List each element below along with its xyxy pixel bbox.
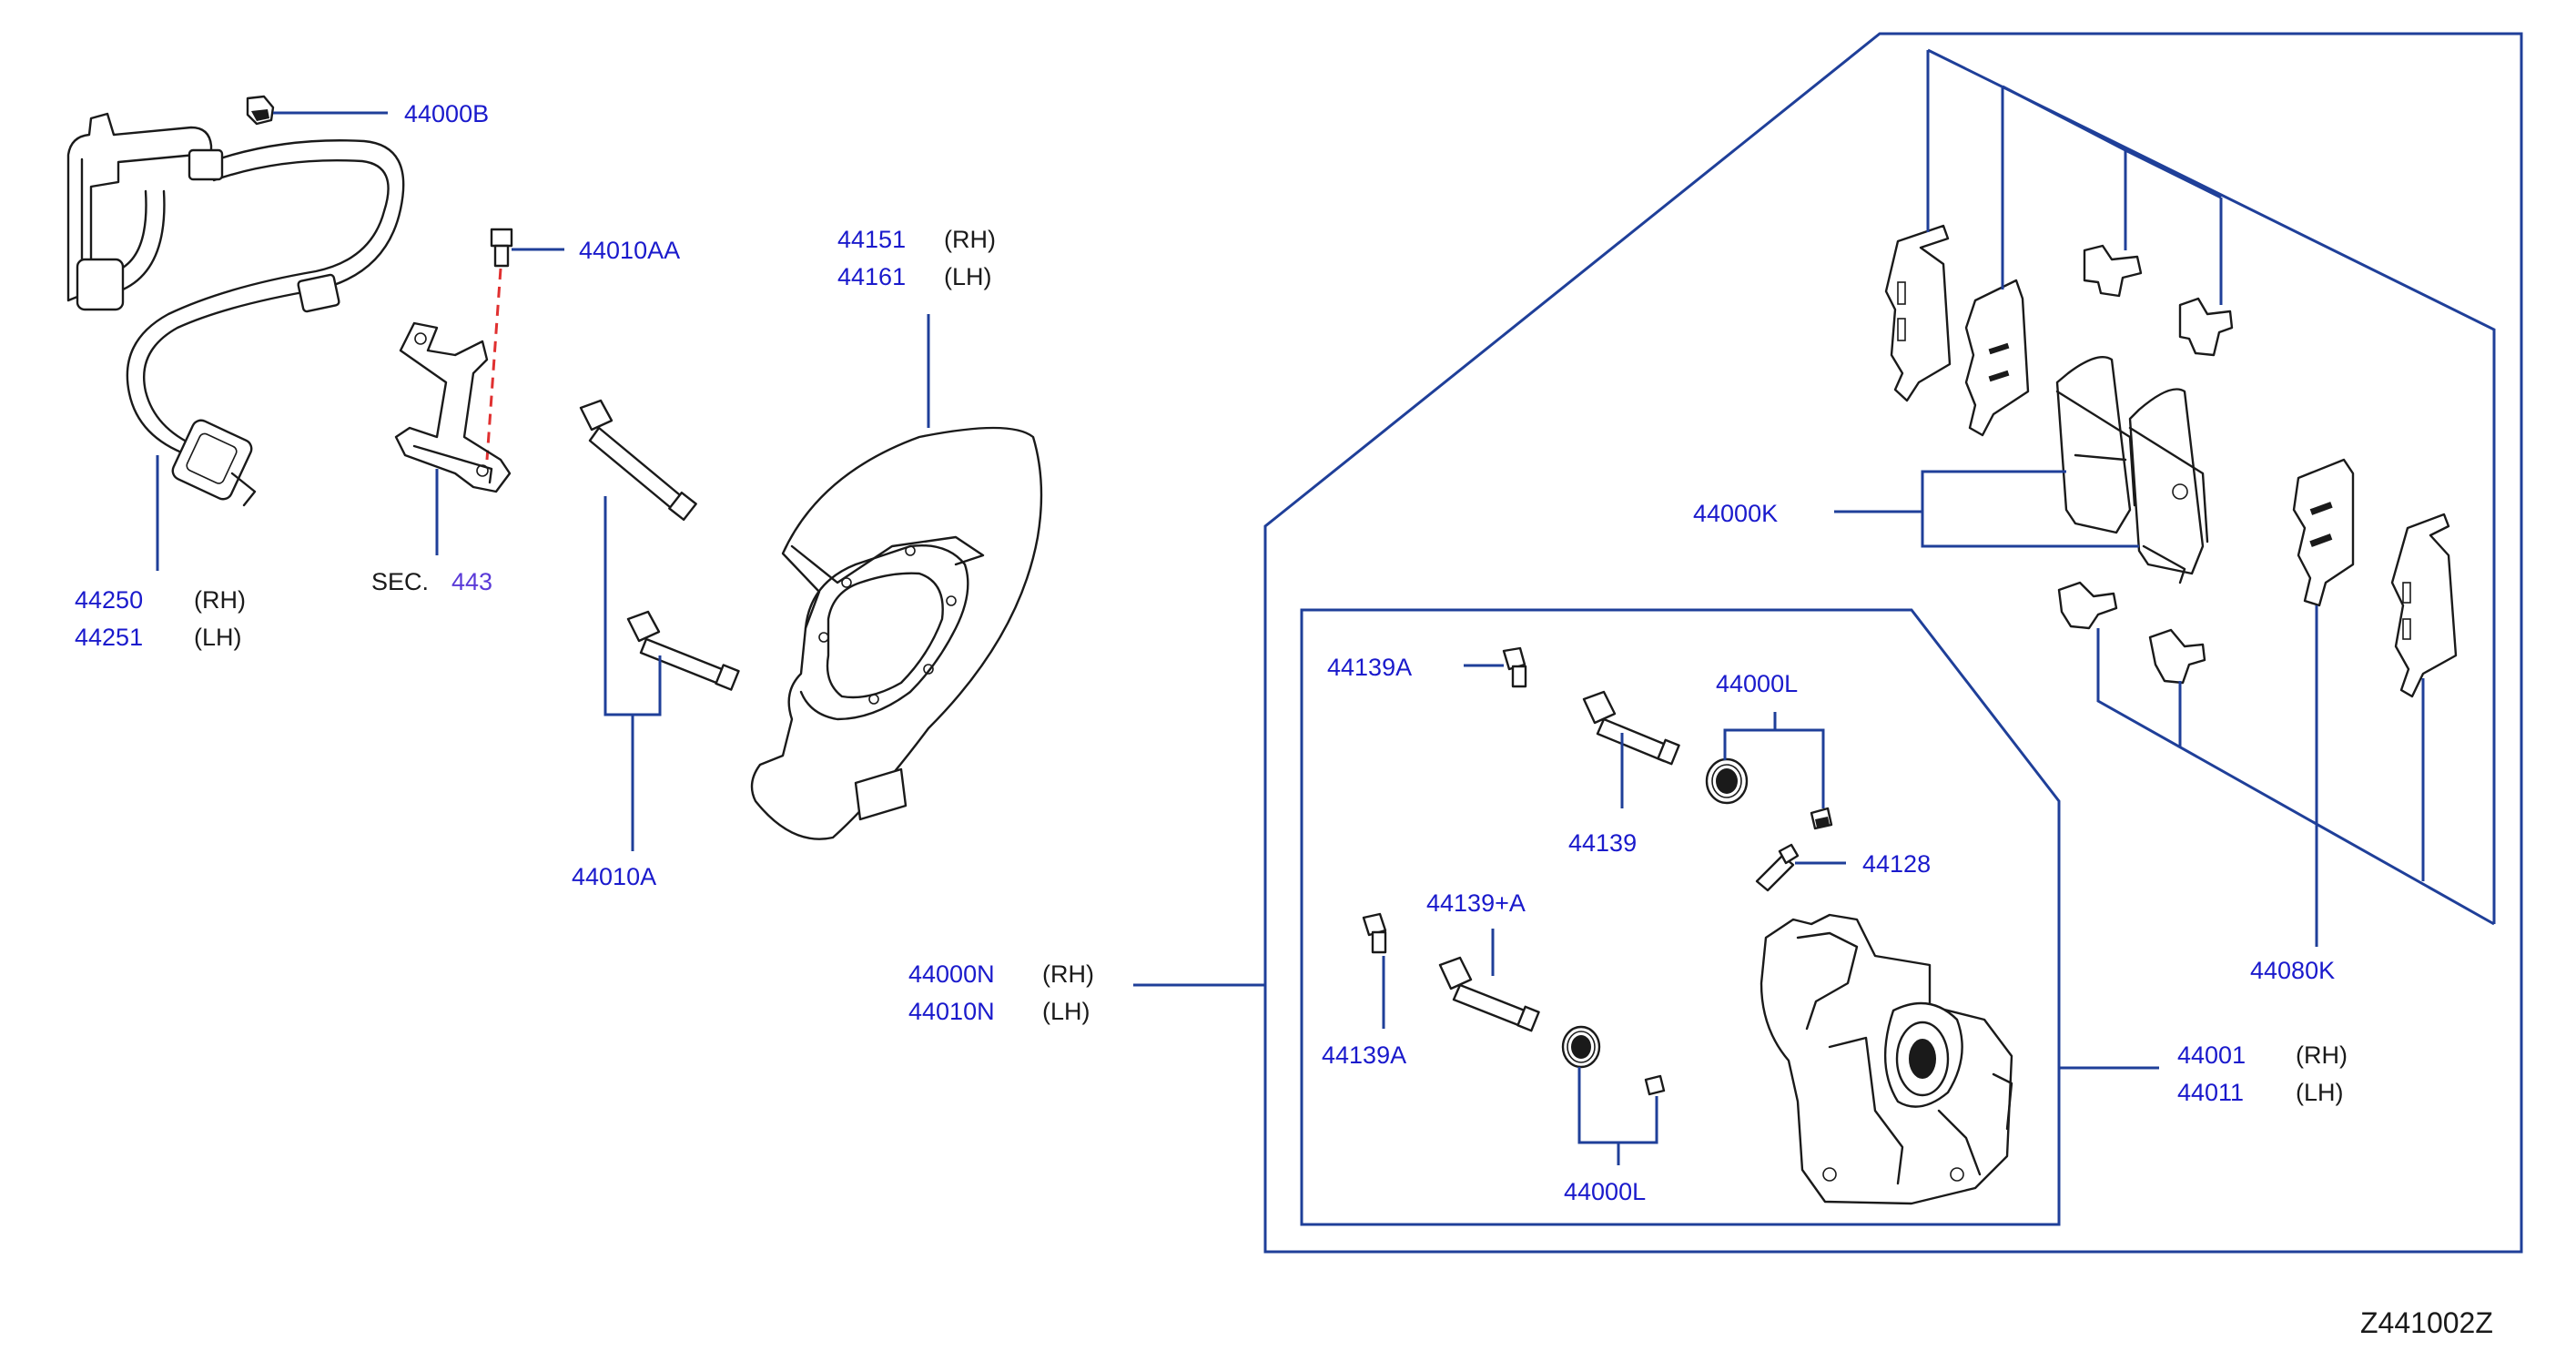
- side-44001: (RH): [2296, 1041, 2348, 1069]
- side-44151: (RH): [944, 226, 996, 253]
- part-number-44250: 44250: [75, 586, 143, 614]
- side-44161: (LH): [944, 263, 992, 290]
- part-number-44161: 44161: [837, 263, 906, 290]
- part-number-44139plusA: 44139+A: [1426, 889, 1526, 917]
- section-ref-prefix: SEC.: [371, 568, 429, 595]
- part-number-44000B: 44000B: [404, 100, 489, 127]
- part-number-44080K: 44080K: [2250, 957, 2335, 984]
- part-number-44251: 44251: [75, 624, 143, 651]
- bleeder-screw-44128: [1755, 843, 1800, 892]
- nut-44000B: [246, 95, 275, 126]
- part-number-44000L-bottom: 44000L: [1564, 1178, 1646, 1205]
- diagram-code: Z441002Z: [2360, 1306, 2493, 1339]
- pad-clip-lower-2: [2148, 628, 2206, 685]
- part-number-44000L-top: 44000L: [1716, 670, 1798, 697]
- part-number-44010AA: 44010AA: [579, 237, 680, 264]
- bleeder-bolt-44139A-bottom: [1362, 912, 1387, 954]
- side-44010N: (LH): [1042, 998, 1090, 1025]
- shim-left-2: [1964, 279, 2030, 437]
- bolt-44010A-lower: [626, 610, 740, 691]
- part-number-44128: 44128: [1862, 850, 1931, 878]
- bolt-44010AA: [490, 228, 513, 268]
- pad-clip-lower-1: [2057, 581, 2118, 630]
- side-44000N: (RH): [1042, 960, 1094, 988]
- part-number-44139A-bottom: 44139A: [1322, 1041, 1406, 1069]
- outer-shim-left: [1884, 224, 1952, 402]
- section-ref-443: 443: [451, 568, 492, 595]
- part-number-44010A: 44010A: [572, 863, 656, 890]
- part-number-44010N: 44010N: [908, 998, 995, 1025]
- brake-pad-inner: [2055, 355, 2136, 534]
- part-number-44001: 44001: [2177, 1041, 2246, 1069]
- pad-clip-upper-2: [2178, 297, 2234, 357]
- bracket-sec-443: [394, 321, 512, 493]
- caliper-body-frame: [1300, 608, 2061, 1226]
- shim-right-1: [2292, 458, 2355, 607]
- bleeder-bolt-44139A-top: [1502, 646, 1527, 688]
- part-number-44000N: 44000N: [908, 960, 995, 988]
- pin-boot-bottom: [1561, 1025, 1601, 1069]
- cap-top: [1810, 807, 1833, 830]
- part-number-44011: 44011: [2177, 1079, 2244, 1106]
- brake-pad-outer: [2128, 388, 2209, 584]
- cap-bottom: [1644, 1074, 1666, 1096]
- side-44011: (LH): [2296, 1079, 2344, 1106]
- shim-right-2: [2390, 513, 2458, 698]
- pad-clip-upper-1: [2083, 244, 2143, 298]
- caliper-assembly-frame: [1263, 32, 2523, 1254]
- part-number-44000K: 44000K: [1693, 500, 1778, 527]
- guide-pin-44139plusA: [1438, 956, 1540, 1032]
- bolt-44010A-upper: [579, 399, 697, 522]
- part-number-44151: 44151: [837, 226, 906, 253]
- part-number-44139: 44139: [1568, 829, 1637, 857]
- side-44250: (RH): [194, 586, 246, 614]
- guide-pin-44139: [1582, 690, 1680, 766]
- part-number-44139A-top: 44139A: [1327, 654, 1412, 681]
- brake-dust-shield: [750, 426, 1043, 840]
- pin-boot-top: [1705, 757, 1749, 805]
- brake-caliper-body: [1760, 913, 2013, 1205]
- wheel-sensor-harness: [66, 112, 405, 507]
- connection-dashed-line: [485, 268, 502, 461]
- side-44251: (LH): [194, 624, 242, 651]
